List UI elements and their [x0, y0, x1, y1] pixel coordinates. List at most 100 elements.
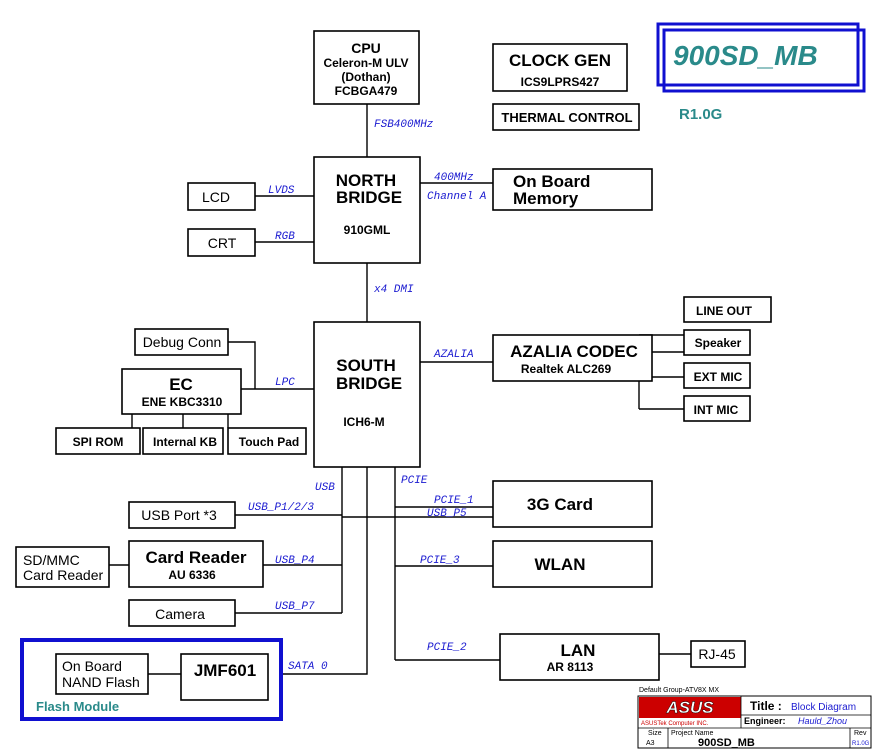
crt-label: CRT: [208, 235, 237, 251]
cpu-model: Celeron-M ULV: [323, 56, 408, 70]
signal-azalia: AZALIA: [433, 349, 474, 361]
north-bridge-line2: BRIDGE: [336, 188, 402, 207]
tb-title-value: Block Diagram: [791, 702, 856, 713]
int-mic-label: INT MIC: [694, 403, 739, 417]
signal-pcie: PCIE: [401, 475, 428, 487]
memory-line2: Memory: [513, 189, 579, 208]
3g-card-label: 3G Card: [527, 495, 593, 514]
memory-block: On Board Memory: [492, 168, 653, 211]
cpu-title: CPU: [351, 40, 381, 56]
memory-line1: On Board: [513, 172, 590, 191]
card-reader-part: AU 6336: [168, 568, 216, 582]
debug-conn-label: Debug Conn: [143, 334, 222, 350]
signal-labels: FSB400MHz 400MHz Channel A LVDS RGB x4 D…: [248, 119, 487, 673]
speaker-label: Speaker: [695, 336, 742, 350]
board-title: 900SD_MB R1.0G: [656, 22, 866, 123]
north-bridge-chip: 910GML: [344, 223, 391, 237]
sd-mmc-line2: Card Reader: [23, 567, 103, 583]
signal-mem-freq: 400MHz: [434, 172, 474, 184]
north-bridge-line1: NORTH: [336, 171, 396, 190]
int-mic-block: INT MIC: [683, 395, 751, 422]
south-bridge-line2: BRIDGE: [336, 374, 402, 393]
signal-fsb: FSB400MHz: [374, 119, 434, 131]
usb-port-label: USB Port *3: [141, 507, 217, 523]
signal-dmi: x4 DMI: [373, 284, 414, 296]
thermal-control-block: THERMAL CONTROL: [492, 103, 640, 131]
tb-company: ASUSTek Computer INC.: [641, 721, 709, 727]
thermal-control-label: THERMAL CONTROL: [501, 110, 632, 125]
lcd-label: LCD: [202, 189, 230, 205]
wlan-block: WLAN: [492, 540, 653, 588]
jmf601-block: JMF601: [180, 653, 269, 701]
ec-block: EC ENE KBC3310: [121, 368, 242, 415]
speaker-block: Speaker: [683, 329, 751, 356]
cpu-block: CPU Celeron-M ULV (Dothan) FCBGA479: [313, 30, 420, 105]
board-name: 900SD_MB: [673, 40, 818, 71]
flash-module-frame: Flash Module: [20, 638, 283, 721]
clock-gen-title: CLOCK GEN: [509, 51, 611, 70]
title-block: Default Group-ATV8X MX ASUS ASUSTek Comp…: [637, 687, 872, 749]
touch-pad-block: Touch Pad: [227, 427, 307, 455]
spi-rom-block: SPI ROM: [55, 427, 141, 455]
3g-card-block: 3G Card: [492, 480, 653, 528]
nand-line2: NAND Flash: [62, 674, 140, 690]
sd-mmc-line1: SD/MMC: [23, 552, 80, 568]
tb-title-label: Title :: [750, 699, 782, 713]
signal-pcie2: PCIE_2: [427, 642, 467, 654]
nand-flash-block: On Board NAND Flash: [55, 653, 149, 695]
signal-sata: SATA 0: [288, 661, 328, 673]
usb-port-block: USB Port *3: [128, 501, 236, 529]
tb-size-label: Size: [648, 730, 662, 737]
tb-engineer-value: Hauld_Zhou: [798, 716, 847, 726]
card-reader-title: Card Reader: [145, 548, 246, 567]
jmf601-label: JMF601: [194, 661, 256, 680]
crt-block: CRT: [187, 228, 256, 257]
camera-block: Camera: [128, 599, 236, 627]
tb-rev-value: R1.0G: [852, 741, 870, 747]
sd-mmc-block: SD/MMC Card Reader: [15, 546, 110, 588]
azalia-codec-block: AZALIA CODEC Realtek ALC269: [492, 334, 653, 382]
signal-rgb: RGB: [275, 231, 295, 243]
tb-rev-label: Rev: [854, 730, 867, 737]
lan-part: AR 8113: [547, 660, 594, 674]
cpu-package: FCBGA479: [335, 84, 398, 98]
south-bridge-block: SOUTH BRIDGE ICH6-M: [313, 321, 421, 468]
line-out-label: LINE OUT: [696, 304, 753, 318]
signal-usb: USB: [315, 482, 335, 494]
card-reader-block: Card Reader AU 6336: [128, 540, 264, 588]
tb-project-label: Project Name: [671, 730, 714, 737]
tb-size-value: A3: [646, 740, 655, 747]
lan-title: LAN: [561, 641, 596, 660]
codec-title: AZALIA CODEC: [510, 342, 638, 361]
cpu-codename: (Dothan): [341, 70, 390, 84]
south-bridge-line1: SOUTH: [336, 356, 396, 375]
rj45-label: RJ-45: [698, 646, 736, 662]
clock-gen-part: ICS9LPRS427: [521, 75, 600, 89]
ext-mic-block: EXT MIC: [683, 362, 751, 389]
debug-conn-block: Debug Conn: [134, 328, 229, 356]
rj45-block: RJ-45: [690, 640, 746, 668]
south-bridge-chip: ICH6-M: [343, 415, 384, 429]
ec-part: ENE KBC3310: [142, 395, 223, 409]
signal-usb-p123: USB_P1/2/3: [248, 502, 314, 514]
asus-logo-bg: [639, 697, 741, 718]
tb-engineer-label: Engineer:: [744, 716, 786, 726]
signal-pcie3: PCIE_3: [420, 555, 460, 567]
spi-rom-label: SPI ROM: [73, 435, 124, 449]
flash-module-label: Flash Module: [36, 699, 119, 714]
internal-kb-label: Internal KB: [153, 435, 217, 449]
line-out-block: LINE OUT: [683, 296, 772, 323]
internal-kb-block: Internal KB: [142, 427, 224, 455]
signal-lvds: LVDS: [268, 185, 295, 197]
connection-wires: [131, 104, 691, 675]
camera-label: Camera: [155, 606, 205, 622]
tb-project-value: 900SD_MB: [698, 737, 755, 749]
ext-mic-label: EXT MIC: [694, 370, 743, 384]
touch-pad-label: Touch Pad: [239, 435, 299, 449]
lan-block: LAN AR 8113: [499, 633, 660, 681]
lcd-block: LCD: [187, 182, 256, 211]
signal-usb-p7: USB_P7: [275, 601, 315, 613]
signal-usb-p5: USB_P5: [427, 508, 467, 520]
signal-lpc: LPC: [275, 377, 295, 389]
